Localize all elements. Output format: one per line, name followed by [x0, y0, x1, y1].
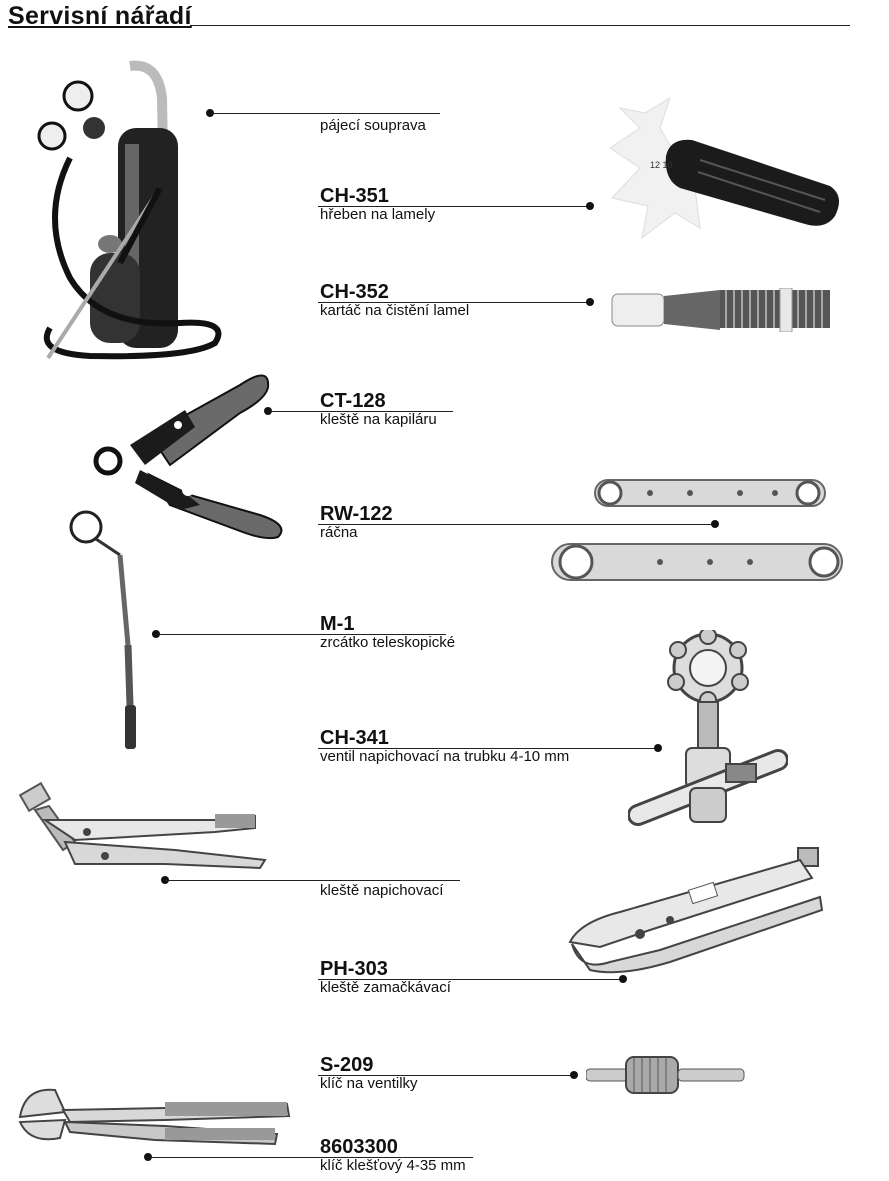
callout-line: [318, 302, 590, 303]
telescopic-mirror-icon: [69, 510, 136, 749]
item-code: CH-351: [320, 185, 389, 207]
svg-text:12 10: 12 10: [650, 160, 673, 170]
capillary-cutter-icon: [93, 374, 283, 540]
item-description: kleště zamačkávací: [320, 979, 451, 996]
item-description: kartáč na čistění lamel: [320, 302, 470, 319]
item-description: klíč na ventilky: [320, 1075, 418, 1092]
callout-line: [268, 411, 453, 412]
item-description: kleště na kapiláru: [320, 411, 437, 428]
item-code: CH-341: [320, 727, 389, 749]
item-description: pájecí souprava: [320, 117, 426, 134]
callout-line: [318, 206, 590, 207]
callout-line: [318, 1075, 574, 1076]
brazing-kit-icon: [37, 60, 222, 360]
page-title: Servisní nářadí: [8, 2, 192, 30]
title-rule: [190, 25, 850, 26]
item-description: ventil napichovací na trubku 4-10 mm: [320, 748, 570, 765]
item-label-brazing-kit: pájecí souprava: [320, 117, 426, 135]
pinch-off-pliers-icon: [568, 847, 824, 974]
item-code: CT-128: [320, 390, 386, 412]
item-description: klíč klešťový 4-35 mm: [320, 1157, 466, 1174]
item-description: ráčna: [320, 524, 358, 541]
item-code: S-209: [320, 1054, 374, 1076]
callout-line: [148, 1157, 473, 1158]
item-code: PH-303: [320, 958, 388, 980]
item-code: RW-122: [320, 503, 393, 525]
item-label-ch-352: CH-352 kartáč na čistění lamel: [320, 282, 469, 320]
callout-dot: [586, 202, 594, 210]
callout-line: [156, 634, 446, 635]
callout-dot: [570, 1071, 578, 1079]
callout-line: [318, 979, 623, 980]
item-label-ct-128: CT-128 kleště na kapiláru: [320, 391, 437, 429]
plier-wrench-icon: [18, 1088, 291, 1146]
item-label-ch-341: CH-341 ventil napichovací na trubku 4-10…: [320, 728, 569, 766]
item-code: 8603300: [320, 1136, 398, 1158]
item-label-ch-351: CH-351 hřeben na lamely: [320, 186, 435, 224]
item-label-ph-303: PH-303 kleště zamačkávací: [320, 959, 451, 997]
callout-dot: [654, 744, 662, 752]
fin-comb-icon: 12 10: [609, 96, 839, 240]
callout-dot: [711, 520, 719, 528]
callout-line: [165, 880, 460, 881]
item-label-rw-122: RW-122 ráčna: [320, 504, 393, 542]
item-label-piercing-pliers: kleště napichovací: [320, 882, 443, 900]
item-description: hřeben na lamely: [320, 206, 436, 223]
fin-brush-icon: [611, 288, 830, 332]
item-code: M-1: [320, 613, 355, 635]
ratchet-wrench-icon: [551, 479, 843, 581]
callout-line: [210, 113, 440, 114]
callout-line: [318, 524, 715, 525]
callout-dot: [619, 975, 627, 983]
item-description: kleště napichovací: [320, 882, 444, 899]
item-description: zrcátko teleskopické: [320, 634, 456, 651]
item-code: CH-352: [320, 281, 389, 303]
item-label-8603300: 8603300 klíč klešťový 4-35 mm: [320, 1137, 466, 1175]
valve-core-key-icon: [586, 1056, 745, 1094]
callout-dot: [586, 298, 594, 306]
piercing-valve-icon: [628, 630, 788, 826]
piercing-pliers-icon: [18, 781, 267, 870]
callout-line: [318, 748, 658, 749]
item-label-m-1: M-1 zrcátko teleskopické: [320, 614, 455, 652]
item-label-s-209: S-209 klíč na ventilky: [320, 1055, 418, 1093]
